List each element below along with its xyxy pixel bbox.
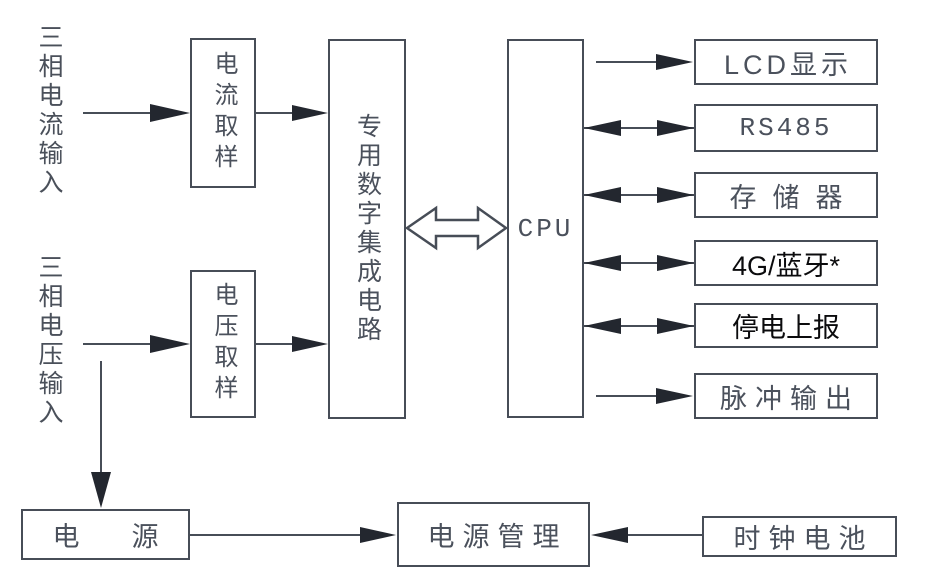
pulse-output-label: 脉冲输出 — [720, 383, 860, 414]
asic-label: 专用数字集成电路 — [353, 113, 382, 345]
box-memory: 存储器 — [694, 172, 878, 218]
rs485-label: RS485 — [739, 113, 833, 143]
arrowhead-cpu-pulse — [656, 388, 693, 404]
arrowhead-current-input — [150, 104, 190, 122]
arrowhead-outage-right — [657, 318, 694, 334]
arrowhead-4g-left — [584, 255, 621, 271]
arrowhead-4g-right — [657, 255, 694, 271]
4g-bluetooth-label: 4G/蓝牙* — [731, 250, 841, 281]
box-power-management: 电源管理 — [397, 502, 590, 567]
power-supply-label: 电源 — [52, 522, 211, 552]
arrowhead-outage-left — [584, 318, 621, 334]
power-outage-report-label: 停电上报 — [732, 313, 840, 343]
arrowhead-memory-right — [657, 187, 694, 203]
arrowhead-memory-left — [584, 187, 621, 203]
box-lcd-display: LCD显示 — [694, 39, 878, 85]
voltage-sampling-label: 电压取样 — [210, 282, 237, 406]
box-rs485: RS485 — [694, 104, 878, 152]
box-voltage-sampling: 电压取样 — [190, 270, 256, 418]
arrowhead-rs485-left — [584, 120, 621, 136]
arrowhead-power-down — [91, 472, 111, 508]
arrowhead-voltage-asic — [292, 336, 328, 352]
power-management-label: 电源管理 — [427, 522, 568, 552]
arrowhead-battery-mgmt — [591, 527, 628, 543]
label-three-phase-voltage-input: 三相电压输入 — [35, 254, 63, 428]
memory-label: 存储器 — [729, 182, 859, 213]
arrowhead-cpu-lcd — [656, 54, 693, 70]
cpu-label: CPU — [517, 213, 574, 244]
box-pulse-output: 脉冲输出 — [694, 373, 878, 419]
box-clock-battery: 时钟电池 — [702, 516, 897, 557]
current-sampling-label: 电流取样 — [210, 51, 237, 175]
box-cpu: CPU — [507, 39, 584, 418]
arrowhead-rs485-right — [657, 120, 694, 136]
lcd-display-label: LCD显示 — [723, 49, 852, 80]
box-asic: 专用数字集成电路 — [328, 39, 406, 419]
box-power-outage-report: 停电上报 — [694, 303, 878, 348]
box-4g-bluetooth: 4G/蓝牙* — [694, 240, 878, 286]
arrowhead-power-mgmt — [360, 527, 396, 543]
clock-battery-label: 时钟电池 — [733, 524, 874, 554]
box-current-sampling: 电流取样 — [190, 38, 256, 188]
label-three-phase-current-input: 三相电流输入 — [35, 24, 63, 198]
arrowhead-current-asic — [292, 105, 328, 121]
double-arrow-asic-cpu — [404, 205, 509, 251]
arrowhead-voltage-input — [150, 335, 190, 353]
box-power-supply: 电源 — [21, 509, 190, 560]
